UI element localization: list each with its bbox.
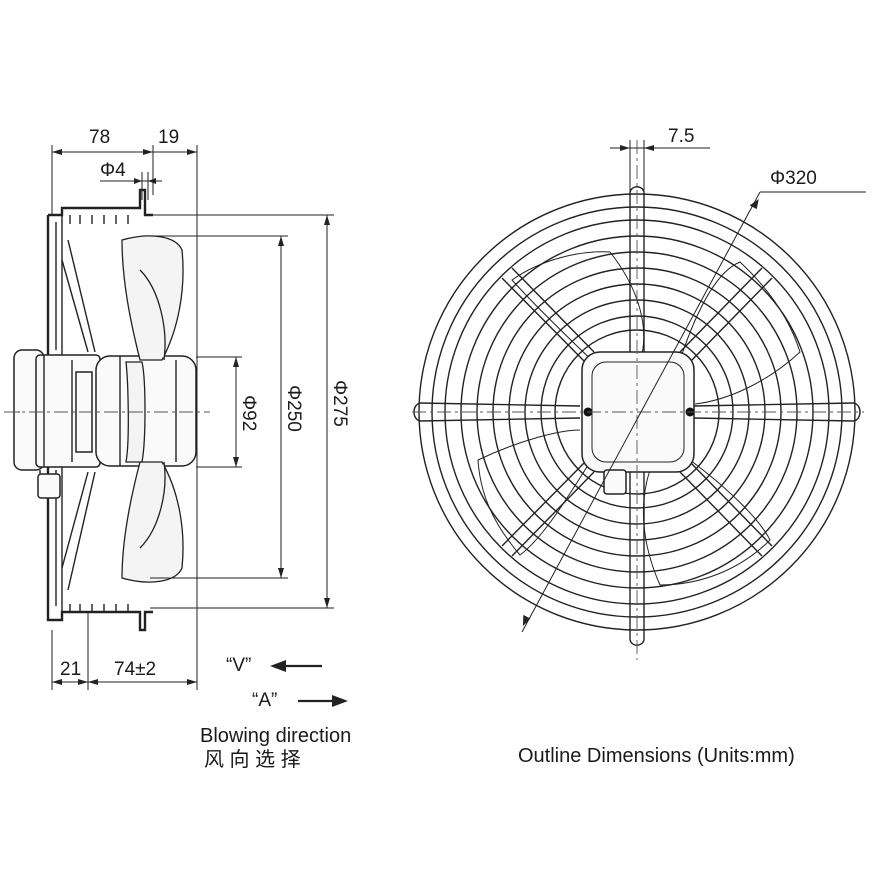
dim-21: 21 xyxy=(52,659,88,685)
dim-78-label: 78 xyxy=(89,127,110,148)
blowing-direction-caption-cn: 风 向 选 择 xyxy=(204,748,301,771)
v-label: “V” xyxy=(226,655,251,676)
rotor-hub xyxy=(95,355,197,467)
a-label: “A” xyxy=(252,690,277,711)
dim-phi250: Φ250 xyxy=(150,235,304,579)
dim-78: 78 xyxy=(52,127,153,155)
vertical-struts xyxy=(629,186,645,646)
cable-gland xyxy=(37,473,61,499)
dim-phi4: Φ4 xyxy=(100,160,162,200)
horizontal-struts xyxy=(413,402,861,422)
side-view: 78 19 Φ4 xyxy=(4,127,350,690)
dim-phi92-label: Φ92 xyxy=(238,395,259,431)
dim-7-5-label: 7.5 xyxy=(668,126,694,147)
dim-21-label: 21 xyxy=(60,659,81,680)
front-view: 7.5 Φ320 xyxy=(412,126,866,660)
dim-phi275-label: Φ275 xyxy=(329,380,350,427)
dim-19: 19 xyxy=(153,127,197,155)
dim-phi92: Φ92 xyxy=(196,356,259,468)
dim-phi275: Φ275 xyxy=(150,214,350,609)
blowing-direction-legend: “V” “A” Blowing direction 风 向 选 择 xyxy=(200,655,351,771)
outline-dimensions-caption: Outline Dimensions (Units:mm) xyxy=(518,745,795,767)
dim-7-5: 7.5 xyxy=(610,126,710,192)
dim-phi320-label: Φ320 xyxy=(770,168,817,189)
dim-phi320: Φ320 xyxy=(521,168,866,633)
arrow-left-icon xyxy=(270,660,286,672)
dim-19-label: 19 xyxy=(158,127,179,148)
dim-74-label: 74±2 xyxy=(114,659,156,680)
dim-phi4-label: Φ4 xyxy=(100,160,126,181)
front-cable-gland xyxy=(603,469,627,495)
dim-74: 74±2 xyxy=(88,659,197,685)
dim-phi250-label: Φ250 xyxy=(283,385,304,432)
diagonal-struts xyxy=(501,267,773,557)
blowing-direction-caption: Blowing direction xyxy=(200,725,351,747)
arrow-right-icon xyxy=(332,695,348,707)
mounting-flange xyxy=(46,188,153,632)
